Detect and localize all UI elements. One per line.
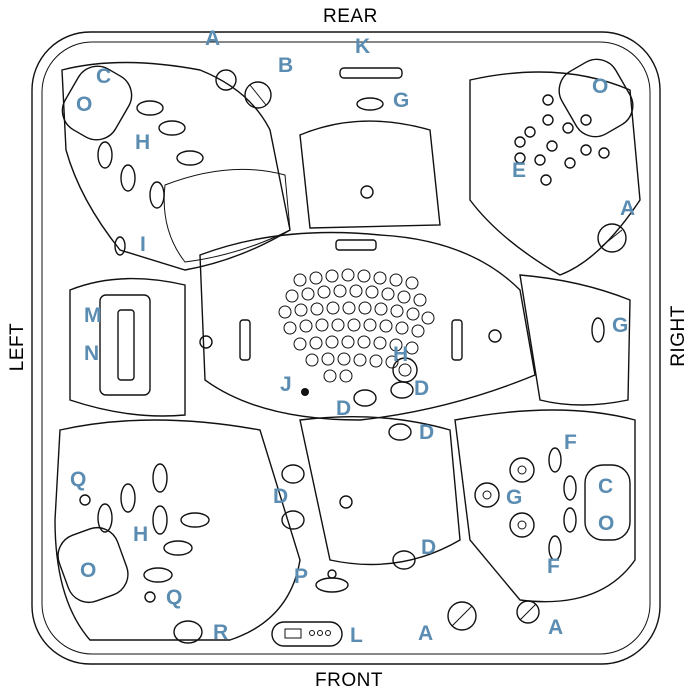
callout-h-front-left: H [133, 523, 149, 546]
callout-d-footwell-left: D [336, 397, 352, 420]
callout-o-right: O [598, 512, 615, 535]
light-rear-icon [356, 97, 384, 111]
callout-h-footwell: H [393, 343, 409, 366]
air-control-front-icon [447, 601, 477, 631]
callout-q-upper: Q [70, 468, 87, 491]
light-right-icon [591, 317, 605, 343]
seat-left [69, 277, 186, 417]
callout-j: J [280, 373, 292, 396]
callout-c-rear-left: C [96, 65, 112, 88]
waterfall-p-icon [315, 577, 349, 593]
seat-front-center [299, 415, 461, 566]
tub-outer-rim [31, 31, 661, 665]
side-label-right: RIGHT [667, 305, 689, 367]
callout-e: E [512, 159, 527, 182]
item-r-icon [173, 620, 203, 644]
lounge-front-right [454, 409, 636, 603]
callout-a-front-right: A [548, 616, 564, 639]
callout-n: N [84, 342, 100, 365]
air-control-right-icon [597, 223, 627, 253]
filter-lid-inner [117, 309, 135, 381]
callout-h-rear-left: H [135, 131, 151, 154]
callout-o-rear-left: O [76, 93, 93, 116]
air-control-rear-icon [215, 69, 237, 91]
front-left-jets [97, 463, 210, 583]
callout-g-front: G [506, 486, 523, 509]
callout-b: B [278, 54, 294, 77]
diverter-rear-icon [244, 81, 272, 109]
side-label-rear: REAR [323, 6, 378, 27]
callout-o-rear-right: O [592, 75, 609, 98]
callout-f-upper: F [564, 431, 577, 454]
footwell-drain-icon [301, 388, 309, 396]
callout-m: M [84, 304, 102, 327]
lounge-front-left [54, 419, 301, 641]
seat-rear-center [299, 120, 441, 229]
callout-g-rear: G [393, 89, 410, 112]
callout-d-front-left: D [273, 485, 289, 508]
rear-left-jets [97, 100, 204, 209]
side-label-left: LEFT [7, 322, 29, 372]
seat-rear-right [469, 71, 641, 276]
footwell [199, 231, 536, 421]
item-q-lower-icon [144, 591, 156, 603]
tub-inner-rim [41, 41, 651, 655]
callout-a-right: A [620, 197, 636, 220]
callout-d-front-upper: D [419, 421, 435, 444]
d-ring-fixtures [281, 381, 416, 570]
pillow-front-left [57, 527, 129, 603]
callout-f-lower: F [547, 555, 560, 578]
callout-r: R [213, 621, 229, 644]
air-control-front-right-icon [516, 600, 540, 624]
callout-c-right: C [598, 475, 614, 498]
pillow-right [584, 464, 631, 541]
seat-right [519, 274, 631, 406]
seat-rear-left-backrest [163, 168, 291, 263]
control-panel-icon [271, 621, 343, 647]
side-label-front: FRONT [315, 670, 383, 691]
callout-a-rear: A [205, 27, 221, 50]
callout-l: L [350, 624, 363, 647]
skimmer-rear [339, 67, 403, 79]
item-i-icon [114, 236, 126, 256]
rear-right-jets [514, 94, 610, 186]
callout-i: I [140, 233, 146, 256]
footwell-jet-field [278, 268, 435, 383]
callout-g-right: G [612, 314, 629, 337]
pillow-rear-left [61, 65, 133, 141]
callout-a-front: A [418, 622, 434, 645]
item-q-upper-icon [79, 494, 91, 506]
callout-k: K [355, 35, 371, 58]
callout-o-front-left: O [80, 559, 97, 582]
filter-lid-outer [99, 294, 151, 396]
callout-q-lower: Q [166, 586, 183, 609]
callout-d-footwell-right: D [414, 377, 430, 400]
callout-d-front-center: D [421, 536, 437, 559]
pillow-rear-right [558, 58, 634, 138]
front-right-jets [474, 447, 577, 561]
callout-p: P [294, 565, 309, 588]
